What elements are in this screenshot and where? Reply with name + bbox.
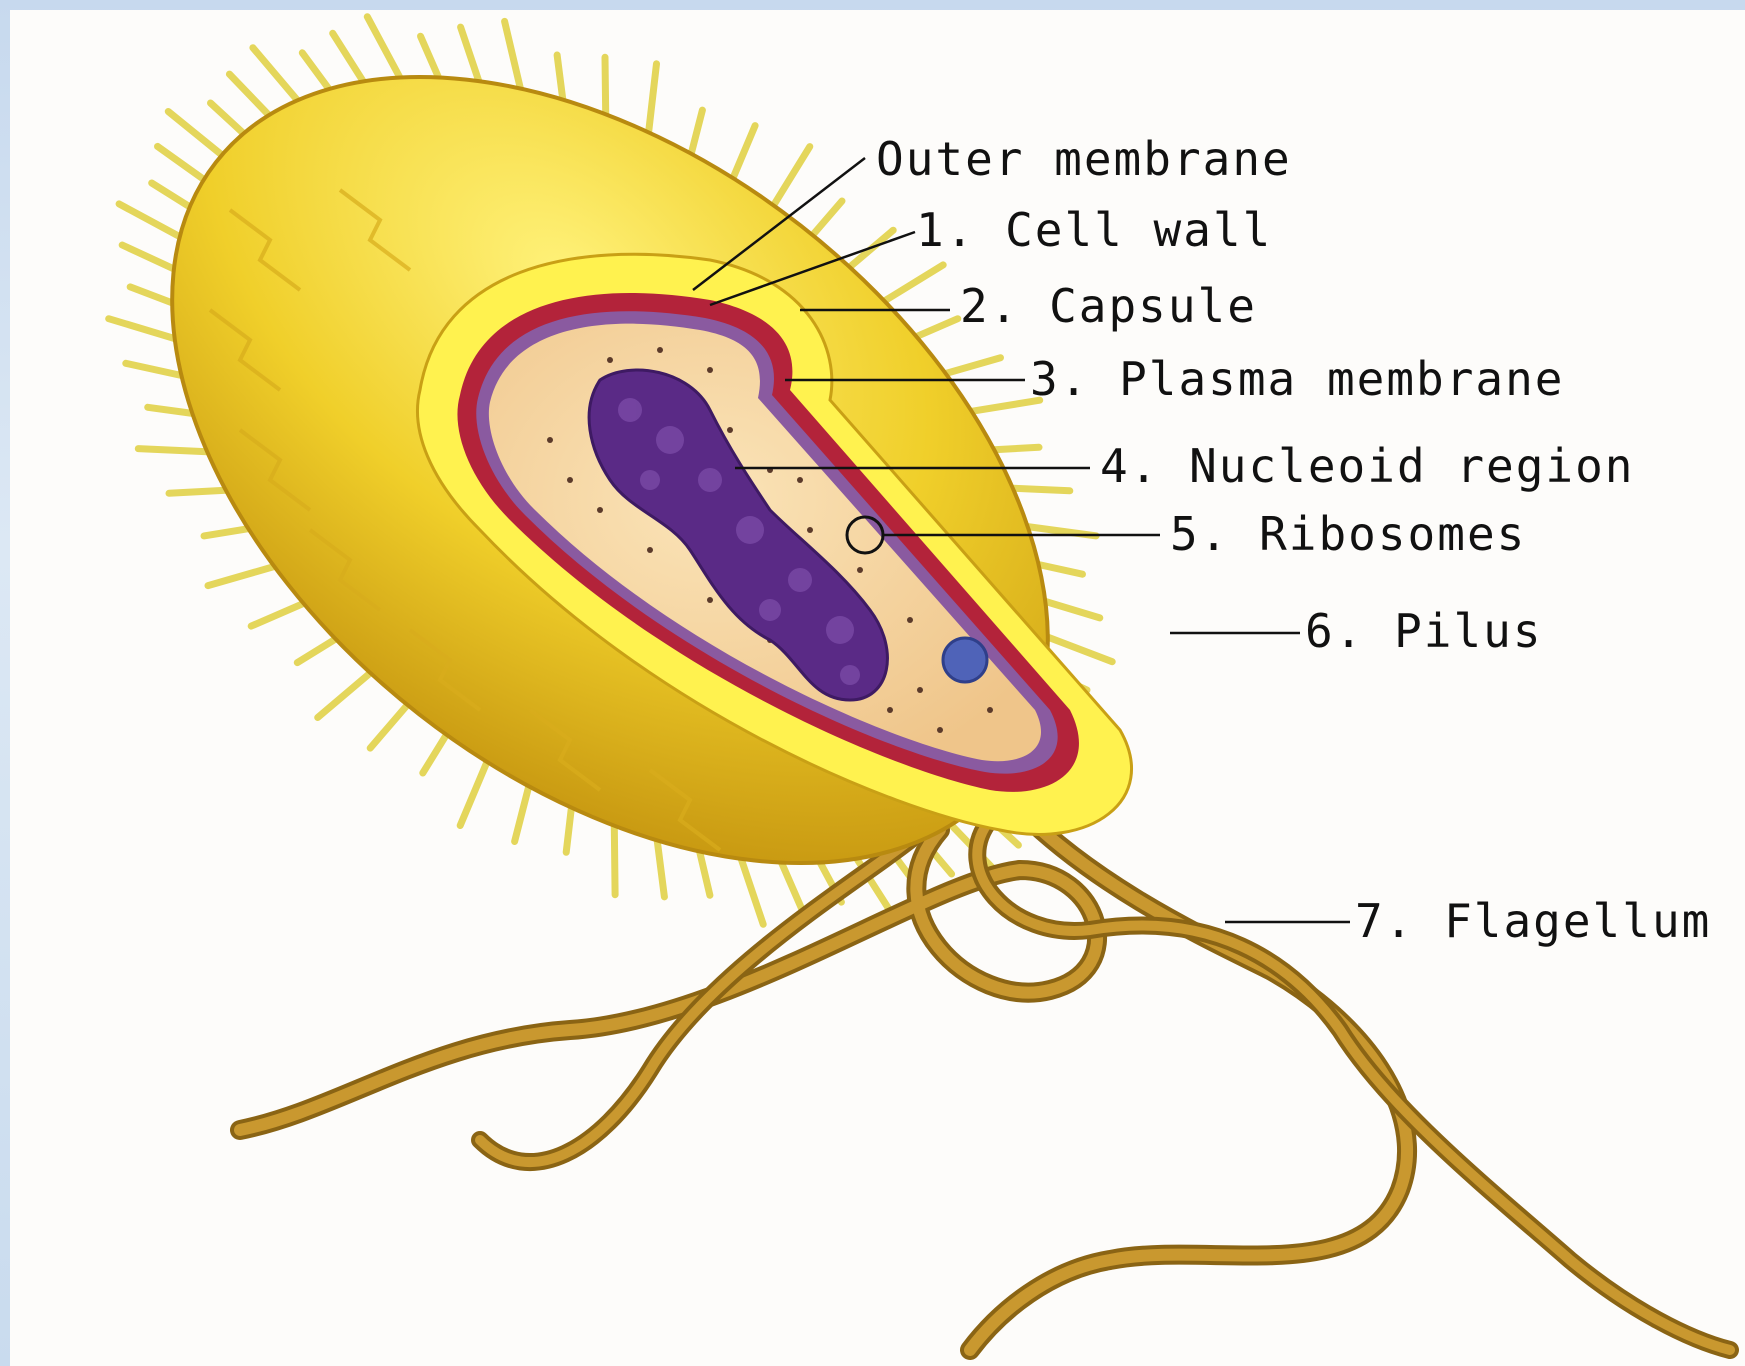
pilus-hair (782, 863, 805, 915)
pilus-hair (370, 705, 407, 748)
pilus-hair (126, 363, 182, 375)
pilus-hair (318, 673, 371, 718)
pilus-hair (700, 852, 710, 896)
pilus-hair (122, 245, 174, 269)
pilus-hair (557, 55, 563, 100)
bacterium-diagram: Outer membrane 1. Cell wall 2. Capsule 3… (10, 10, 1745, 1366)
pilus-hair (813, 201, 842, 235)
pilus-hair (741, 859, 763, 924)
pilus-hair (130, 287, 172, 303)
pilus-hair (505, 21, 521, 88)
label-capsule: 2. Capsule (960, 279, 1257, 333)
pilus-hair (1045, 601, 1100, 618)
pilus-hair (733, 126, 755, 179)
pilus-hair (168, 112, 222, 156)
label-ribosomes: 5. Ribosomes (1170, 507, 1526, 561)
label-outer-membrane: Outer membrane (876, 132, 1292, 186)
pilus-hair (119, 204, 180, 237)
pilus-hair (148, 407, 193, 413)
pilus-hair (605, 57, 606, 114)
pilus-hair (421, 36, 439, 77)
pilus-hair (169, 490, 226, 493)
pilus-hair (649, 64, 657, 133)
pilus-hair (109, 319, 175, 339)
pilus-hair (152, 183, 190, 207)
pilus-hair (946, 358, 1001, 374)
pilus-hair (1013, 488, 1070, 491)
pilus-hair (461, 27, 479, 81)
pilus-hair (297, 639, 335, 663)
pilus-hair (138, 449, 207, 452)
pilus-hair (211, 103, 244, 134)
pilus-hair (917, 319, 958, 337)
pilus-hair (208, 567, 274, 586)
pilus-hair (253, 48, 298, 101)
pilus-hair (302, 53, 329, 89)
plasmid (943, 638, 987, 682)
pilus-hair (691, 110, 702, 154)
pilus-hair (367, 17, 400, 78)
label-plasma-membrane: 3. Plasma membrane (1030, 352, 1565, 406)
label-pilus: 6. Pilus (1305, 604, 1543, 658)
pilus-hair (251, 603, 303, 626)
pilus-hair (515, 786, 529, 841)
pilus-hair (1039, 565, 1083, 575)
pilus-hair (614, 826, 615, 895)
pilus-hair (229, 74, 269, 115)
label-flagellum: 7. Flagellum (1355, 894, 1711, 948)
pilus-hair (158, 146, 204, 179)
pilus-hair (204, 529, 248, 536)
pilus-hair (657, 840, 664, 897)
label-nucleoid-region: 4. Nucleoid region (1100, 439, 1635, 493)
flagella (240, 810, 1730, 1350)
pilus-hair (423, 735, 447, 773)
pilus-hair (566, 808, 571, 853)
pilus-hair (774, 147, 810, 206)
diagram-panel: Outer membrane 1. Cell wall 2. Capsule 3… (10, 10, 1745, 1366)
pilus-hair (994, 447, 1039, 449)
pilus-hair (884, 265, 943, 301)
pilus-hair (333, 33, 364, 81)
label-cell-wall: 1. Cell wall (916, 203, 1272, 257)
pilus-hair (460, 762, 487, 826)
